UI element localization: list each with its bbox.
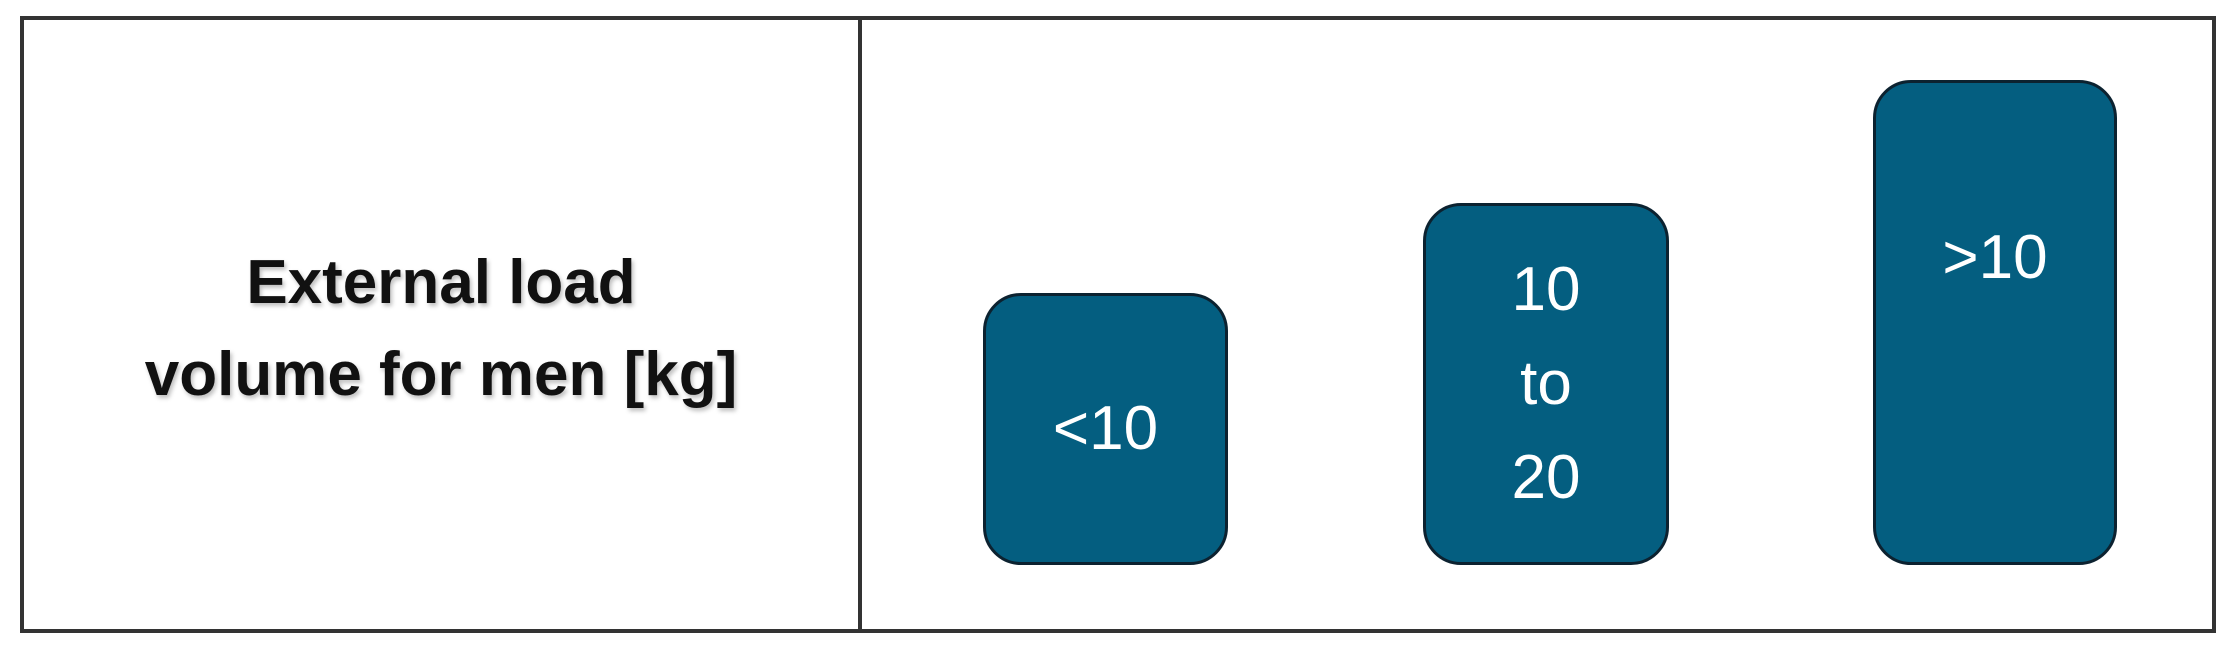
label-cell: External load volume for men [kg] (24, 20, 858, 629)
row-label-line-1: External load (246, 247, 636, 317)
column-divider (858, 16, 862, 633)
category-box-10-to-20: 10 to 20 (1423, 203, 1669, 565)
row-label-line-2: volume for men [kg] (144, 339, 738, 409)
category-box-label: >10 (1942, 222, 2048, 292)
row-label: External load volume for men [kg] (145, 237, 738, 421)
category-box-label: <10 (1052, 394, 1159, 463)
category-box-greater-than-10: >10 (1873, 80, 2117, 565)
category-box-less-than-10: <10 (983, 293, 1228, 565)
category-box-label-line-2: to (1520, 349, 1572, 418)
category-box-label-line-1: 10 (1511, 255, 1581, 324)
category-box-label-line-3: 20 (1511, 443, 1581, 512)
